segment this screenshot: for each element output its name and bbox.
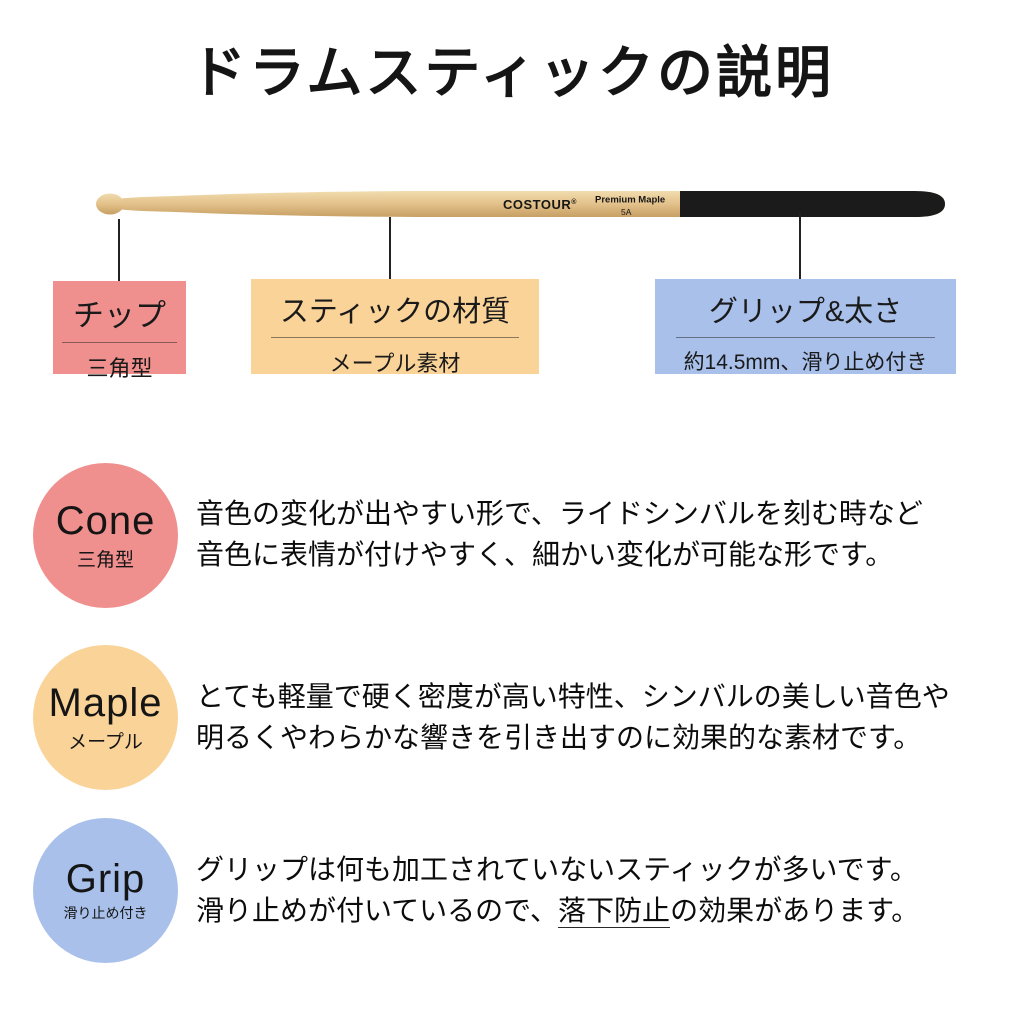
callout-material-subtitle: メープル素材 bbox=[329, 351, 461, 376]
badge-cone: Cone 三角型 bbox=[33, 463, 178, 608]
stick-model-text: Premium Maple bbox=[595, 195, 665, 206]
badge-maple: Maple メープル bbox=[33, 645, 178, 790]
paragraph-grip-line2-underlined: 落下防止 bbox=[558, 895, 671, 928]
callout-tip: チップ 三角型 bbox=[53, 281, 186, 381]
badge-grip: Grip 滑り止め付き bbox=[33, 818, 178, 963]
paragraph-cone: 音色の変化が出やすい形で、ライドシンバルを刻む時など 音色に表情が付けやすく、細… bbox=[196, 493, 1001, 575]
callout-grip: グリップ&太さ 約14.5mm、滑り止め付き bbox=[655, 279, 956, 374]
callout-material: スティックの材質 メープル素材 bbox=[251, 279, 539, 376]
badge-maple-en: Maple bbox=[48, 680, 163, 725]
callout-line-tip bbox=[118, 219, 120, 282]
stick-size-text: 5A bbox=[621, 207, 632, 217]
paragraph-maple-line2: 明るくやわらかな響きを引き出すのに効果的な素材です。 bbox=[196, 722, 922, 753]
callout-grip-subtitle: 約14.5mm、滑り止め付き bbox=[683, 351, 928, 374]
stick-brand-text: COSTOUR® bbox=[503, 197, 577, 212]
paragraph-maple: とても軽量で硬く密度が高い特性、シンバルの美しい音色や 明るくやわらかな響きを引… bbox=[196, 676, 1001, 758]
badge-grip-ja: 滑り止め付き bbox=[63, 905, 148, 921]
callout-material-title: スティックの材質 bbox=[279, 296, 511, 328]
callout-material-rule bbox=[271, 337, 519, 338]
paragraph-grip-line2-after: の効果があります。 bbox=[670, 895, 920, 926]
paragraph-cone-line1: 音色の変化が出やすい形で、ライドシンバルを刻む時など bbox=[196, 498, 923, 529]
callout-line-material bbox=[389, 217, 391, 280]
paragraph-grip: グリップは何も加工されていないスティックが多いです。 滑り止めが付いているので、… bbox=[196, 849, 1001, 931]
paragraph-maple-line1: とても軽量で硬く密度が高い特性、シンバルの美しい音色や bbox=[196, 681, 950, 712]
stick-grip bbox=[680, 191, 945, 217]
drumstick-svg: COSTOUR® Premium Maple 5A bbox=[96, 191, 945, 217]
callout-tip-rule bbox=[62, 342, 177, 343]
drumstick-illustration: COSTOUR® Premium Maple 5A bbox=[95, 182, 955, 226]
paragraph-grip-line2-before: 滑り止めが付いているので、 bbox=[196, 895, 559, 926]
badge-cone-ja: 三角型 bbox=[76, 549, 134, 571]
badge-cone-en: Cone bbox=[55, 498, 156, 543]
paragraph-grip-line1: グリップは何も加工されていないスティックが多いです。 bbox=[196, 854, 918, 885]
callout-grip-title: グリップ&太さ bbox=[708, 296, 903, 328]
callout-tip-title: チップ bbox=[73, 298, 166, 333]
badge-grip-en: Grip bbox=[65, 857, 146, 901]
badge-maple-ja: メープル bbox=[68, 731, 143, 753]
stick-tip bbox=[96, 193, 124, 215]
paragraph-cone-line2: 音色に表情が付けやすく、細かい変化が可能な形です。 bbox=[196, 539, 894, 570]
callout-line-grip bbox=[799, 213, 801, 280]
paragraph-grip-line2: 滑り止めが付いているので、落下防止の効果があります。 bbox=[196, 890, 1001, 931]
callout-tip-subtitle: 三角型 bbox=[86, 356, 153, 381]
page-title: ドラムスティックの説明 bbox=[190, 41, 834, 104]
callout-grip-rule bbox=[676, 337, 935, 338]
